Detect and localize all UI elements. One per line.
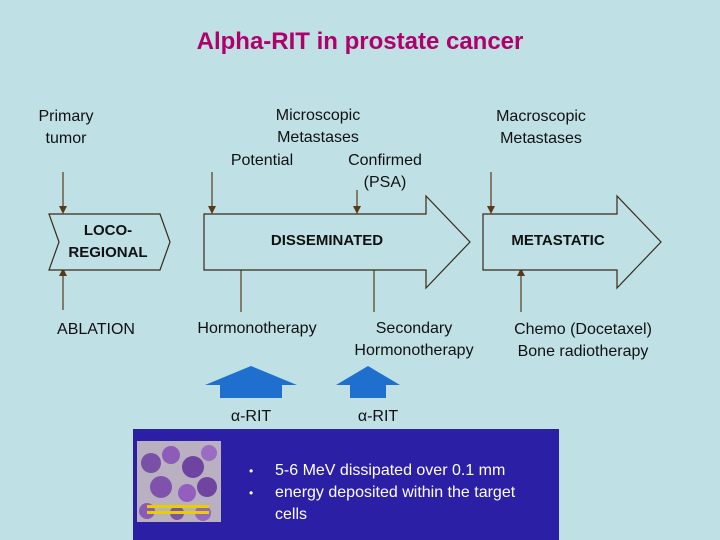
locoregional-chevron xyxy=(48,213,171,271)
bullet-marker-2: • xyxy=(249,486,254,500)
bullet-item-1: • 5-6 MeV dissipated over 0.1 mm xyxy=(249,460,555,482)
confirmed-line-1: Confirmed xyxy=(348,152,422,169)
arrowhead-confirmed xyxy=(353,206,361,214)
macroscopic-metastases-label: Macroscopic Metastases xyxy=(478,106,604,150)
metastatic-label: METASTATIC xyxy=(511,232,605,249)
bullet-item-2: • energy deposited within the target xyxy=(249,482,555,504)
microscopic-line-1: Microscopic xyxy=(275,107,361,124)
image-annotation-line-1 xyxy=(147,505,209,508)
disseminated-arrow xyxy=(203,194,471,290)
cell-image-art xyxy=(139,445,217,521)
microscopic-line-2: Metastases xyxy=(277,129,359,146)
secondary-hormonotherapy-label: Secondary Hormonotherapy xyxy=(340,318,488,362)
primary-line-2: tumor xyxy=(45,130,87,147)
arrowhead-potential xyxy=(208,206,216,214)
disseminated-label: DISSEMINATED xyxy=(270,232,384,249)
bullet-text-1: 5-6 MeV dissipated over 0.1 mm xyxy=(275,462,506,479)
arrowhead-chemo xyxy=(517,268,525,276)
page-title: Alpha-RIT in prostate cancer xyxy=(196,28,524,55)
bullet-item-2-continuation: cells xyxy=(275,504,555,526)
confirmed-psa-label: Confirmed (PSA) xyxy=(340,150,430,194)
alpha-rit-bullets: • 5-6 MeV dissipated over 0.1 mm • energ… xyxy=(249,460,555,526)
alpha-rit-arrow-2 xyxy=(336,366,400,398)
primary-line-1: Primary xyxy=(38,108,94,125)
alpha-rit-label-1: α-RIT xyxy=(230,408,272,425)
macroscopic-line-1: Macroscopic xyxy=(496,108,586,125)
bullet-marker-1: • xyxy=(249,464,254,478)
loco-line-1: LOCO- xyxy=(83,222,133,239)
arrowhead-ablation xyxy=(59,268,67,276)
microscopic-metastases-label: Microscopic Metastases xyxy=(248,105,388,149)
chemo-line-1: Chemo (Docetaxel) xyxy=(514,321,652,338)
chemo-radiotherapy-label: Chemo (Docetaxel) Bone radiotherapy xyxy=(500,319,666,363)
confirmed-line-2: (PSA) xyxy=(363,174,407,191)
chemo-line-2: Bone radiotherapy xyxy=(517,343,649,360)
ablation-label: ABLATION xyxy=(57,321,135,338)
arrowhead-primary xyxy=(59,206,67,214)
locoregional-label: LOCO- REGIONAL xyxy=(49,220,167,264)
arrowhead-macroscopic xyxy=(487,206,495,214)
alpha-rit-label-2: α-RIT xyxy=(357,408,399,425)
alpha-rit-arrow-1 xyxy=(205,366,297,398)
bullet-text-2: energy deposited within the target xyxy=(275,484,516,501)
loco-line-2: REGIONAL xyxy=(68,244,148,261)
macroscopic-line-2: Metastases xyxy=(500,130,582,147)
primary-tumor-label: Primary tumor xyxy=(22,106,110,150)
metastatic-arrow xyxy=(482,194,662,290)
bullet-text-2b: cells xyxy=(275,506,308,523)
secondary-line-1: Secondary xyxy=(375,320,453,337)
image-annotation-line-2 xyxy=(147,511,209,514)
hormonotherapy-label: Hormonotherapy xyxy=(197,320,317,337)
potential-label: Potential xyxy=(230,152,294,169)
secondary-line-2: Hormonotherapy xyxy=(354,342,474,359)
cell-microscopy-image xyxy=(137,441,221,522)
